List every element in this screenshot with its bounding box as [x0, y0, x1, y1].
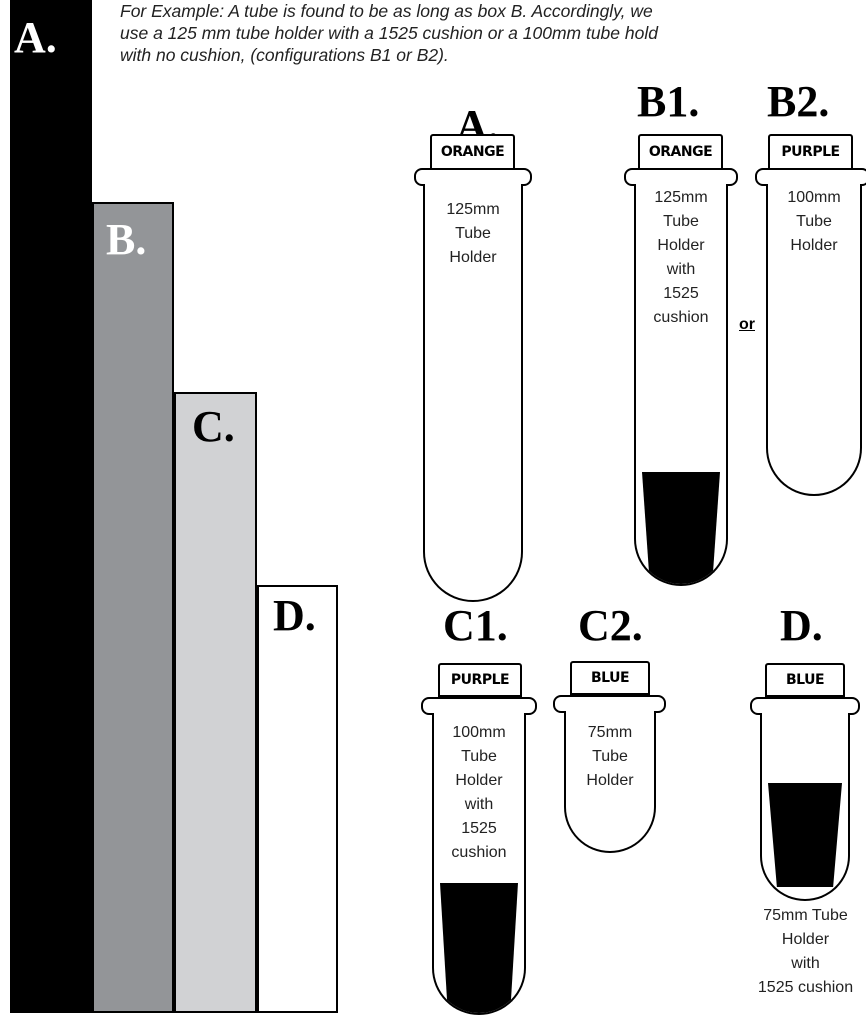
config-b1-cushion	[642, 472, 720, 584]
config-c2-cap: BLUE	[570, 661, 650, 695]
bar-c	[174, 392, 257, 1013]
config-c2-label: C2.	[578, 601, 643, 650]
bar-a-label: A.	[14, 13, 57, 62]
instructions-line-3: with no cushion, (configurations B1 or B…	[120, 45, 449, 65]
config-c1-cap-label: PURPLE	[450, 672, 510, 688]
config-a-cap-label: ORANGE	[440, 144, 505, 160]
config-d-cap: BLUE	[765, 663, 845, 697]
instructions-line-1: For Example: A tube is found to be as lo…	[120, 1, 653, 21]
config-d-tube-holder-icon	[760, 713, 850, 901]
config-b2-label: B2.	[767, 77, 830, 126]
instructions-line-2: use a 125 mm tube holder with a 1525 cus…	[120, 23, 658, 43]
config-d-cap-label: BLUE	[785, 672, 825, 688]
config-c1-cap: PURPLE	[438, 663, 522, 697]
config-b1-label: B1.	[637, 77, 700, 126]
bar-c-label: C.	[192, 402, 235, 451]
bar-b	[92, 202, 174, 1013]
bar-d-label: D.	[273, 591, 316, 640]
bar-b-label: B.	[106, 215, 147, 264]
config-b2-cap: PURPLE	[768, 134, 853, 170]
config-b1-cap-label: ORANGE	[648, 144, 713, 160]
config-a-cap: ORANGE	[430, 134, 515, 170]
config-d-cushion	[768, 783, 842, 887]
config-c1-cushion	[440, 883, 518, 1013]
bar-d	[257, 585, 338, 1013]
instructions: For Example: A tube is found to be as lo…	[120, 0, 866, 66]
config-b1-cap: ORANGE	[638, 134, 723, 170]
config-b2-cap-label: PURPLE	[781, 144, 840, 160]
config-c1-label: C1.	[443, 601, 508, 650]
or-label: or	[739, 316, 755, 333]
bar-a	[10, 0, 92, 1013]
config-c2-cap-label: BLUE	[590, 670, 630, 686]
config-d-label: D.	[780, 601, 823, 650]
